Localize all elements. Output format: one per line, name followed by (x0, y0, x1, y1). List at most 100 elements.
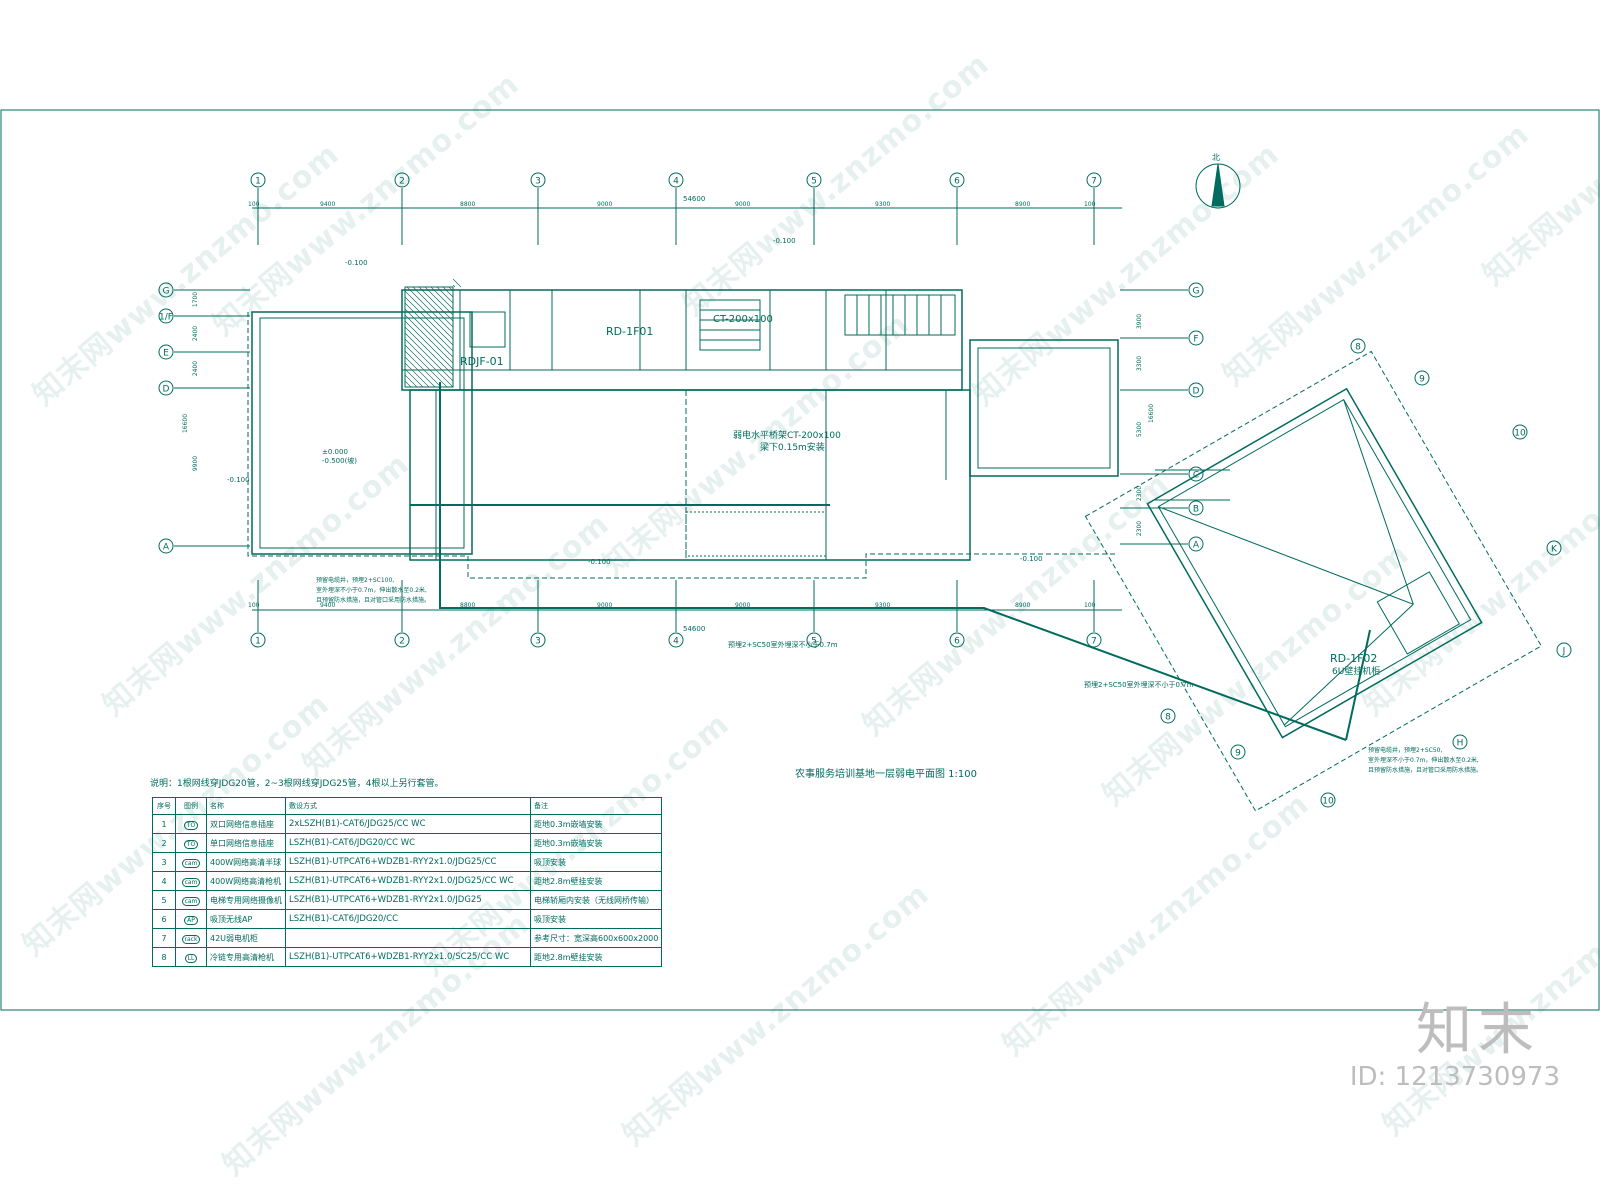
svg-text:A: A (163, 543, 170, 553)
svg-text:10: 10 (1514, 429, 1526, 439)
grid-bubble-left-G: G (158, 282, 174, 298)
legend-symbol-rack-icon: rack (175, 928, 207, 948)
legend-no: 8 (152, 947, 176, 967)
svg-text:1/F: 1/F (159, 313, 173, 323)
legend-symbol-cam-icon: cam (175, 871, 207, 891)
legend-name: 42U弱电机柜 (206, 928, 286, 948)
legend-name: 双口网络信息插座 (206, 814, 286, 834)
dim-total-top: 54600 (683, 195, 706, 203)
svg-text:7: 7 (1091, 177, 1097, 187)
grid-bubble-right-F: F (1188, 330, 1204, 346)
dim-bottom-7: 100 (1084, 602, 1096, 609)
dim-left-1: 2400 (192, 325, 200, 342)
dim-bottom-3: 9000 (597, 602, 613, 609)
sc100-note-1: 预留电缆井，预埋2+SC100, (316, 577, 395, 584)
legend-symbol-cam-icon: cam (175, 890, 207, 910)
rack-6u-label: 6U壁挂机柜 (1332, 667, 1381, 677)
svg-text:8: 8 (1355, 343, 1361, 353)
legend-name: 吸顶无线AP (206, 909, 286, 929)
rdjf-label: RDJF-01 (460, 355, 504, 368)
sc50-note-e: 且预留防水措施，且对管口采用防水措施。 (1368, 767, 1483, 774)
ct-top-label: CT-200x100 (713, 314, 773, 325)
svg-text:5: 5 (811, 637, 817, 647)
legend-method: 2xLSZH(B1)-CAT6/JDG25/CC WC (285, 814, 531, 834)
dim-bottom-6: 8900 (1015, 602, 1031, 609)
grid-bubble-wing-b-8: 8 (1160, 708, 1176, 724)
legend-symbol-text: cam (181, 877, 201, 887)
svg-text:H: H (1457, 739, 1464, 749)
svg-text:A: A (1193, 541, 1200, 551)
grid-bubble-bottom-3: 3 (530, 632, 546, 648)
tray-label: 弱电水平桥架CT-200x100 (733, 431, 841, 441)
legend-note: 吸顶安装 (529, 909, 663, 929)
drawing-title: 农事服务培训基地一层弱电平面图 1:100 (795, 769, 977, 780)
dim-right-0: 3900 (1136, 313, 1144, 330)
svg-text:C: C (1193, 471, 1199, 481)
elev-7: -0.100 (1020, 555, 1043, 563)
dim-bottom-0: 100 (248, 602, 260, 609)
svg-text:7: 7 (1091, 637, 1097, 647)
legend-note: 距地2.8m壁挂安装 (529, 947, 663, 967)
dim-left-2: 2400 (192, 360, 200, 377)
design-note: 说明：1根网线穿JDG20管，2~3根网线穿JDG25管，4根以上另行套管。 (150, 779, 444, 789)
grid-bubble-wing-b-9: 9 (1230, 744, 1246, 760)
svg-text:6: 6 (954, 637, 960, 647)
grid-bubble-left-A: A (158, 538, 174, 554)
svg-text:D: D (163, 385, 170, 395)
svg-text:4: 4 (673, 637, 679, 647)
grid-bubble-bottom-4: 4 (668, 632, 684, 648)
dim-bottom-5: 9300 (875, 602, 891, 609)
svg-text:2: 2 (399, 637, 405, 647)
elev-1: -0.100 (345, 259, 368, 267)
grid-bubble-wing-b-10: 10 (1320, 792, 1336, 808)
sc100-note-2: 室外埋深不小于0.7m，伸出散水至0.2米, (316, 587, 427, 594)
sc50-note-d: 室外埋深不小于0.7m，伸出散水至0.2米, (1368, 757, 1479, 764)
grid-bubble-right-G: G (1188, 282, 1204, 298)
rd-1f01-label: RD-1F01 (606, 325, 654, 338)
svg-text:F: F (1193, 335, 1198, 345)
legend-symbol-text: cam (181, 858, 201, 868)
legend-symbol-text: LL (184, 953, 198, 963)
svg-text:J: J (1562, 647, 1566, 657)
svg-text:9: 9 (1235, 749, 1241, 759)
legend-method: LSZH(B1)-CAT6/JDG20/CC WC (285, 833, 531, 853)
sc50-note-c: 预留电缆井，预埋2+SC50, (1368, 747, 1443, 754)
dim-top-1: 9400 (320, 201, 336, 208)
elev-6: -0.100 (588, 558, 611, 566)
legend-symbol-text: TO (183, 820, 199, 830)
dim-top-4: 9000 (735, 201, 751, 208)
svg-text:3: 3 (535, 177, 541, 187)
rd-1f02-label: RD-1F02 (1330, 652, 1378, 665)
building-east-block (969, 339, 1119, 477)
rotated-wing (1084, 350, 1542, 812)
svg-text:3: 3 (535, 637, 541, 647)
grid-bubble-wing-J: J (1556, 642, 1572, 658)
tray-install-label: 梁下0.15m安装 (760, 443, 825, 453)
grid-bubble-top-1: 1 (250, 172, 266, 188)
grid-bubble-left-D: D (158, 380, 174, 396)
grid-bubble-top-4: 4 (668, 172, 684, 188)
grid-bubble-right-A: A (1188, 536, 1204, 552)
legend-name: 400W网络高清半球 (206, 852, 286, 872)
legend-header-row: 序号 图例 名称 敷设方式 备注 (152, 797, 663, 815)
dim-left-0: 1700 (192, 291, 200, 308)
dim-top-7: 100 (1084, 201, 1096, 208)
north-label: 北 (1212, 153, 1220, 162)
legend-name: 400W网络高清枪机 (206, 871, 286, 891)
grid-bubble-top-7: 7 (1086, 172, 1102, 188)
legend-symbol-text: rack (181, 934, 201, 944)
brand-logo-text: 知末 (1416, 998, 1540, 1063)
dim-right-5: 16600 (1148, 403, 1156, 424)
svg-text:4: 4 (673, 177, 679, 187)
legend-method: LSZH(B1)-UTPCAT6+WDZB1-RYY2x1.0/SC25/CC … (285, 947, 531, 967)
dim-top-2: 8800 (460, 201, 476, 208)
sheet-border (0, 109, 1600, 1011)
grid-bubble-right-B: B (1188, 500, 1204, 516)
svg-text:6: 6 (954, 177, 960, 187)
